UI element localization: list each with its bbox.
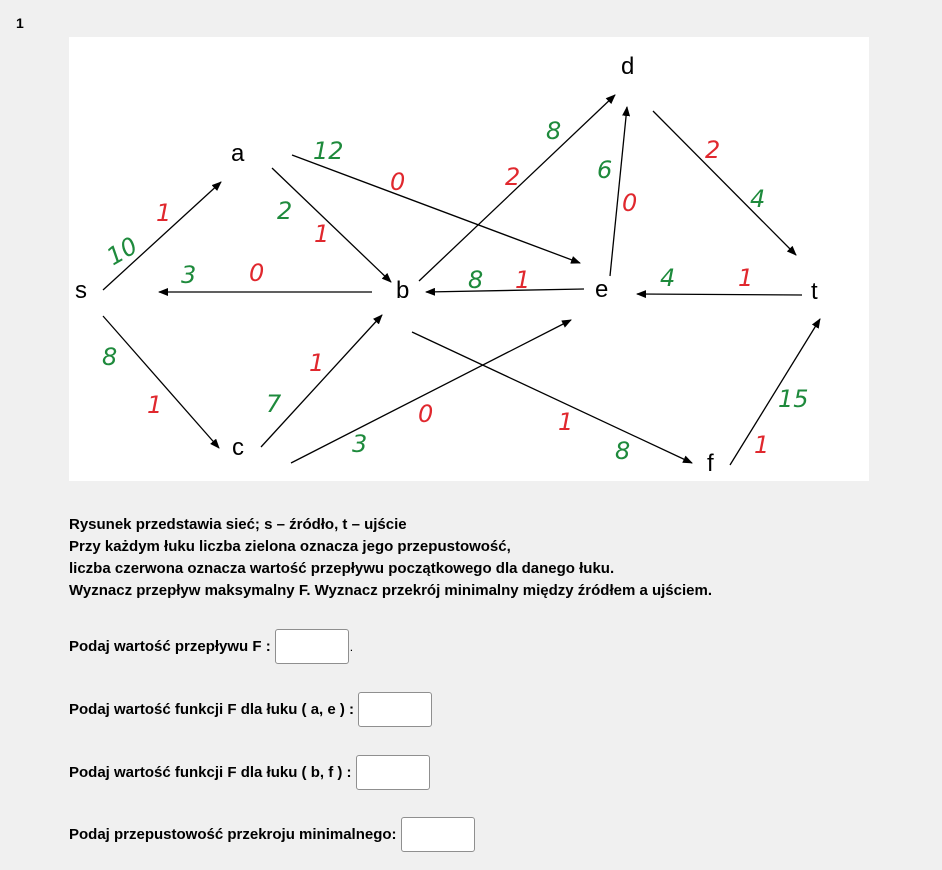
edge-c-b	[260, 314, 383, 448]
question-min-cut: Podaj przepustowość przekroju minimalneg…	[69, 817, 475, 852]
node-f: f	[707, 450, 714, 477]
question-label: Podaj przepustowość przekroju minimalneg…	[69, 826, 397, 843]
edge-e-d	[609, 106, 631, 277]
edge-s-a-capacity: 10	[102, 232, 142, 272]
question-label: Podaj wartość funkcji F dla łuku ( a, e …	[69, 701, 355, 718]
question-flow-value: Podaj wartość przepływu F : .	[69, 629, 353, 664]
node-d: d	[621, 53, 634, 80]
node-s: s	[75, 277, 87, 304]
question-flow-bf: Podaj wartość funkcji F dla łuku ( b, f …	[69, 755, 430, 790]
description-line: liczba czerwona oznacza wartość przepływ…	[69, 560, 615, 577]
edge-f-t-flow: 1	[754, 431, 769, 459]
edge-t-e-flow: 1	[738, 264, 753, 292]
edge-b-s-capacity: 3	[181, 261, 196, 289]
edge-a-e-flow: 0	[390, 168, 405, 196]
edge-b-d-flow: 2	[505, 163, 520, 191]
edge-s-c	[102, 315, 220, 449]
node-c: c	[232, 434, 244, 461]
edge-e-b-capacity: 8	[468, 266, 483, 294]
edge-b-f	[411, 331, 693, 464]
edge-a-b-flow: 1	[314, 220, 329, 248]
edge-c-b-flow: 1	[309, 349, 324, 377]
edge-b-d	[418, 94, 616, 282]
description-line: Wyznacz przepływ maksymalny F. Wyznacz p…	[69, 582, 713, 599]
edge-f-t-capacity: 15	[778, 385, 809, 413]
edge-c-e	[290, 319, 572, 464]
edge-e-b	[425, 287, 585, 296]
question-label: Podaj wartość funkcji F dla łuku ( b, f …	[69, 764, 352, 781]
node-b: b	[396, 277, 409, 304]
flow-value-input[interactable]	[274, 629, 349, 664]
edge-b-f-flow: 1	[558, 408, 573, 436]
flow-bf-input[interactable]	[355, 755, 430, 790]
edge-b-f-capacity: 8	[615, 437, 630, 465]
edge-a-b-capacity: 2	[277, 197, 292, 225]
node-a: a	[231, 140, 245, 167]
min-cut-input[interactable]	[400, 817, 475, 852]
edge-e-d-capacity: 6	[597, 156, 612, 184]
edge-s-c-capacity: 8	[102, 343, 117, 371]
edge-d-t-capacity: 4	[750, 185, 765, 213]
task-description: Rysunek przedstawia sieć; s – źródło, t …	[69, 514, 712, 602]
node-t: t	[811, 278, 818, 305]
network-figure: s a b c d e f t 10 1 3 0 8 1 2 1 12 0 7 …	[69, 37, 869, 481]
edge-a-e	[291, 154, 581, 264]
edge-s-c-flow: 1	[147, 391, 162, 419]
question-suffix: .	[349, 639, 354, 654]
edge-s-a	[102, 181, 222, 291]
edge-c-b-capacity: 7	[266, 390, 282, 418]
edge-c-e-capacity: 3	[352, 430, 367, 458]
node-e: e	[595, 276, 608, 303]
question-flow-ae: Podaj wartość funkcji F dla łuku ( a, e …	[69, 692, 433, 727]
edge-s-a-flow: 1	[156, 199, 171, 227]
description-line: Rysunek przedstawia sieć; s – źródło, t …	[69, 516, 407, 533]
question-label: Podaj wartość przepływu F :	[69, 638, 271, 655]
question-number: 1	[16, 15, 24, 31]
edge-b-s-flow: 0	[249, 259, 264, 287]
edge-d-t-flow: 2	[705, 136, 720, 164]
edge-t-e	[636, 290, 803, 299]
edge-b-d-capacity: 8	[546, 117, 561, 145]
edge-f-t	[729, 318, 821, 466]
edge-d-t	[652, 110, 797, 256]
edge-e-b-flow: 1	[515, 266, 530, 294]
edge-a-e-capacity: 12	[313, 137, 344, 165]
network-graph: s a b c d e f t 10 1 3 0 8 1 2 1 12 0 7 …	[75, 53, 821, 477]
flow-ae-input[interactable]	[358, 692, 433, 727]
edge-a-b	[271, 167, 392, 283]
edge-e-d-flow: 0	[622, 189, 637, 217]
description-line: Przy każdym łuku liczba zielona oznacza …	[69, 538, 511, 555]
edge-c-e-flow: 0	[418, 400, 433, 428]
edge-t-e-capacity: 4	[660, 264, 675, 292]
